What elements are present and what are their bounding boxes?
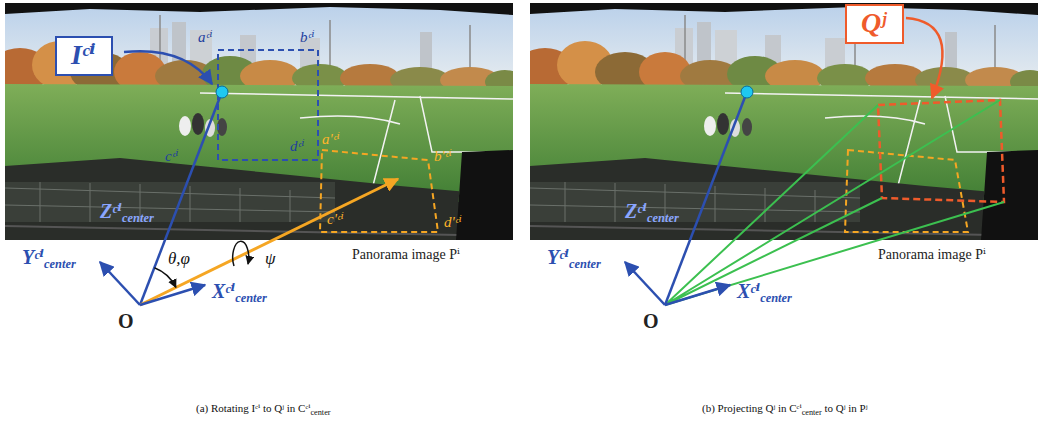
panel-title: Panorama image Pⁱ <box>352 247 460 264</box>
axis-label: Zᶜⁱcenter <box>625 200 679 226</box>
quad-label-box: Qʲ <box>845 4 904 44</box>
corner-label: bᶜⁱ <box>300 29 314 46</box>
axis-subscript: center <box>760 291 792 305</box>
axis-name: Xᶜⁱ <box>212 280 235 302</box>
overlay-right-part <box>845 150 968 232</box>
image-label-box: Iᶜⁱ <box>55 36 113 76</box>
angle-label: θ,φ <box>168 250 190 269</box>
corner-label: cᶜⁱ <box>165 148 179 165</box>
corner-label: dᶜⁱ <box>290 138 304 155</box>
origin-label: O <box>118 310 134 332</box>
angle-label: ψ <box>265 250 276 269</box>
overlay-left-part <box>154 268 176 288</box>
overlay-left-part <box>216 86 228 98</box>
panel-title: Panorama image Pⁱ <box>878 247 986 264</box>
corner-label: d'ᶜⁱ <box>444 214 462 231</box>
axis-name: Zᶜⁱ <box>100 200 122 222</box>
axis-label: Xᶜⁱcenter <box>737 280 792 306</box>
axis-name: Xᶜⁱ <box>737 280 760 302</box>
corner-label: a'ᶜⁱ <box>322 131 340 148</box>
axis-subscript: center <box>44 257 76 271</box>
overlay-left-part <box>124 51 212 84</box>
overlay-left-part <box>140 285 205 305</box>
box-text: Iᶜⁱ <box>71 40 96 71</box>
caption-subscript: center <box>310 408 330 417</box>
overlay-left <box>100 50 438 305</box>
overlay-right-part <box>625 262 665 305</box>
axis-label: Yᶜⁱcenter <box>22 246 76 272</box>
axis-name: Yᶜⁱ <box>22 246 44 268</box>
panorama-left <box>0 3 525 240</box>
caption-subscript: center <box>802 408 822 417</box>
overlay-right-part <box>665 100 1004 305</box>
axis-name: Zᶜⁱ <box>625 200 647 222</box>
overlay-right-part <box>878 100 1004 202</box>
axis-label: Yᶜⁱcenter <box>547 246 601 272</box>
overlay-left-part <box>233 241 249 266</box>
caption: (b) Projecting Qʲ in Cᶜⁱcenter to Qʲ in … <box>702 402 867 418</box>
axis-subscript: center <box>122 211 154 225</box>
overlay-right <box>625 18 1004 305</box>
axis-subscript: center <box>647 211 679 225</box>
axis-subscript: center <box>569 257 601 271</box>
overlay-left-part <box>218 50 318 160</box>
overlay-right-part <box>906 18 942 98</box>
overlay-right-part <box>665 285 730 305</box>
overlay-right-part <box>741 86 753 98</box>
axis-subscript: center <box>235 291 267 305</box>
origin-label: O <box>643 310 659 332</box>
overlay-left-part <box>140 179 398 305</box>
corner-label: b'ᶜⁱ <box>434 148 452 165</box>
axis-label: Xᶜⁱcenter <box>212 280 267 306</box>
caption-text: to Qʲ in Pʲ <box>822 402 868 414</box>
overlay-left-part <box>140 97 220 305</box>
corner-label: c'ᶜⁱ <box>327 211 344 228</box>
axis-label: Zᶜⁱcenter <box>100 200 154 226</box>
overlay-left-part <box>100 262 140 305</box>
overlay-left-part <box>320 150 438 232</box>
caption: (a) Rotating Iᶜⁱ to Qʲ in Cᶜⁱcenter <box>196 402 331 418</box>
caption-text: (a) Rotating Iᶜⁱ to Qʲ in Cᶜⁱ <box>196 402 310 414</box>
axis-name: Yᶜⁱ <box>547 246 569 268</box>
box-text: Qʲ <box>861 8 886 39</box>
overlay-right-part <box>665 97 745 305</box>
corner-label: aᶜⁱ <box>198 29 212 46</box>
caption-text: (b) Projecting Qʲ in Cᶜⁱ <box>702 402 802 414</box>
